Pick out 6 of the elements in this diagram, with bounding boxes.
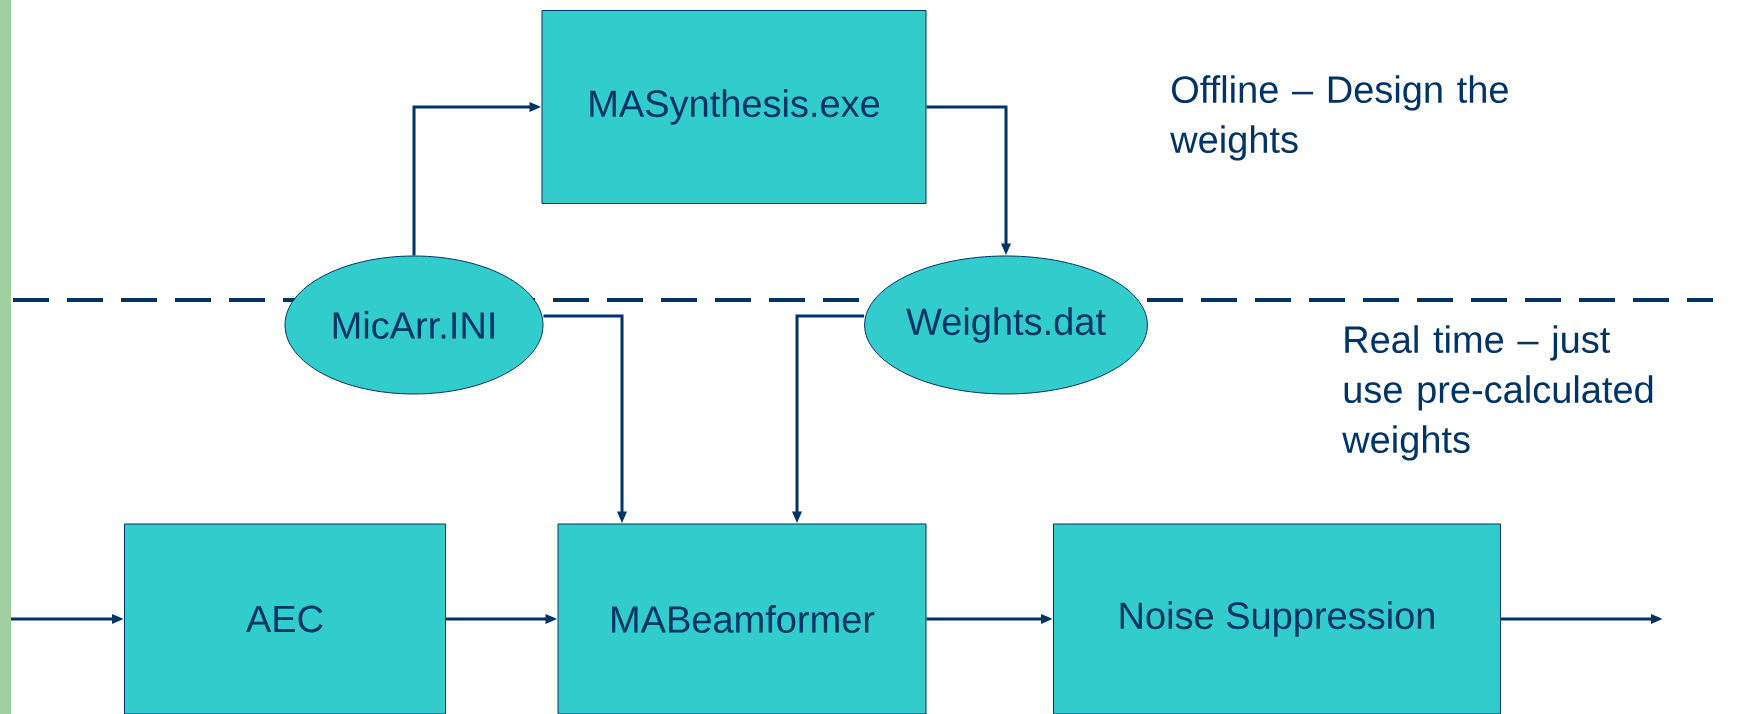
process-box: MASynthesis.exe (541, 10, 927, 204)
process-box: AEC (124, 523, 446, 714)
note-text: Real time – just use pre-calculated weights (1342, 325, 1653, 461)
note-text: Offline – Design the weights (1170, 75, 1508, 161)
process-box: MABeamformer (557, 523, 927, 714)
process-box: Noise Suppression (1053, 523, 1501, 714)
